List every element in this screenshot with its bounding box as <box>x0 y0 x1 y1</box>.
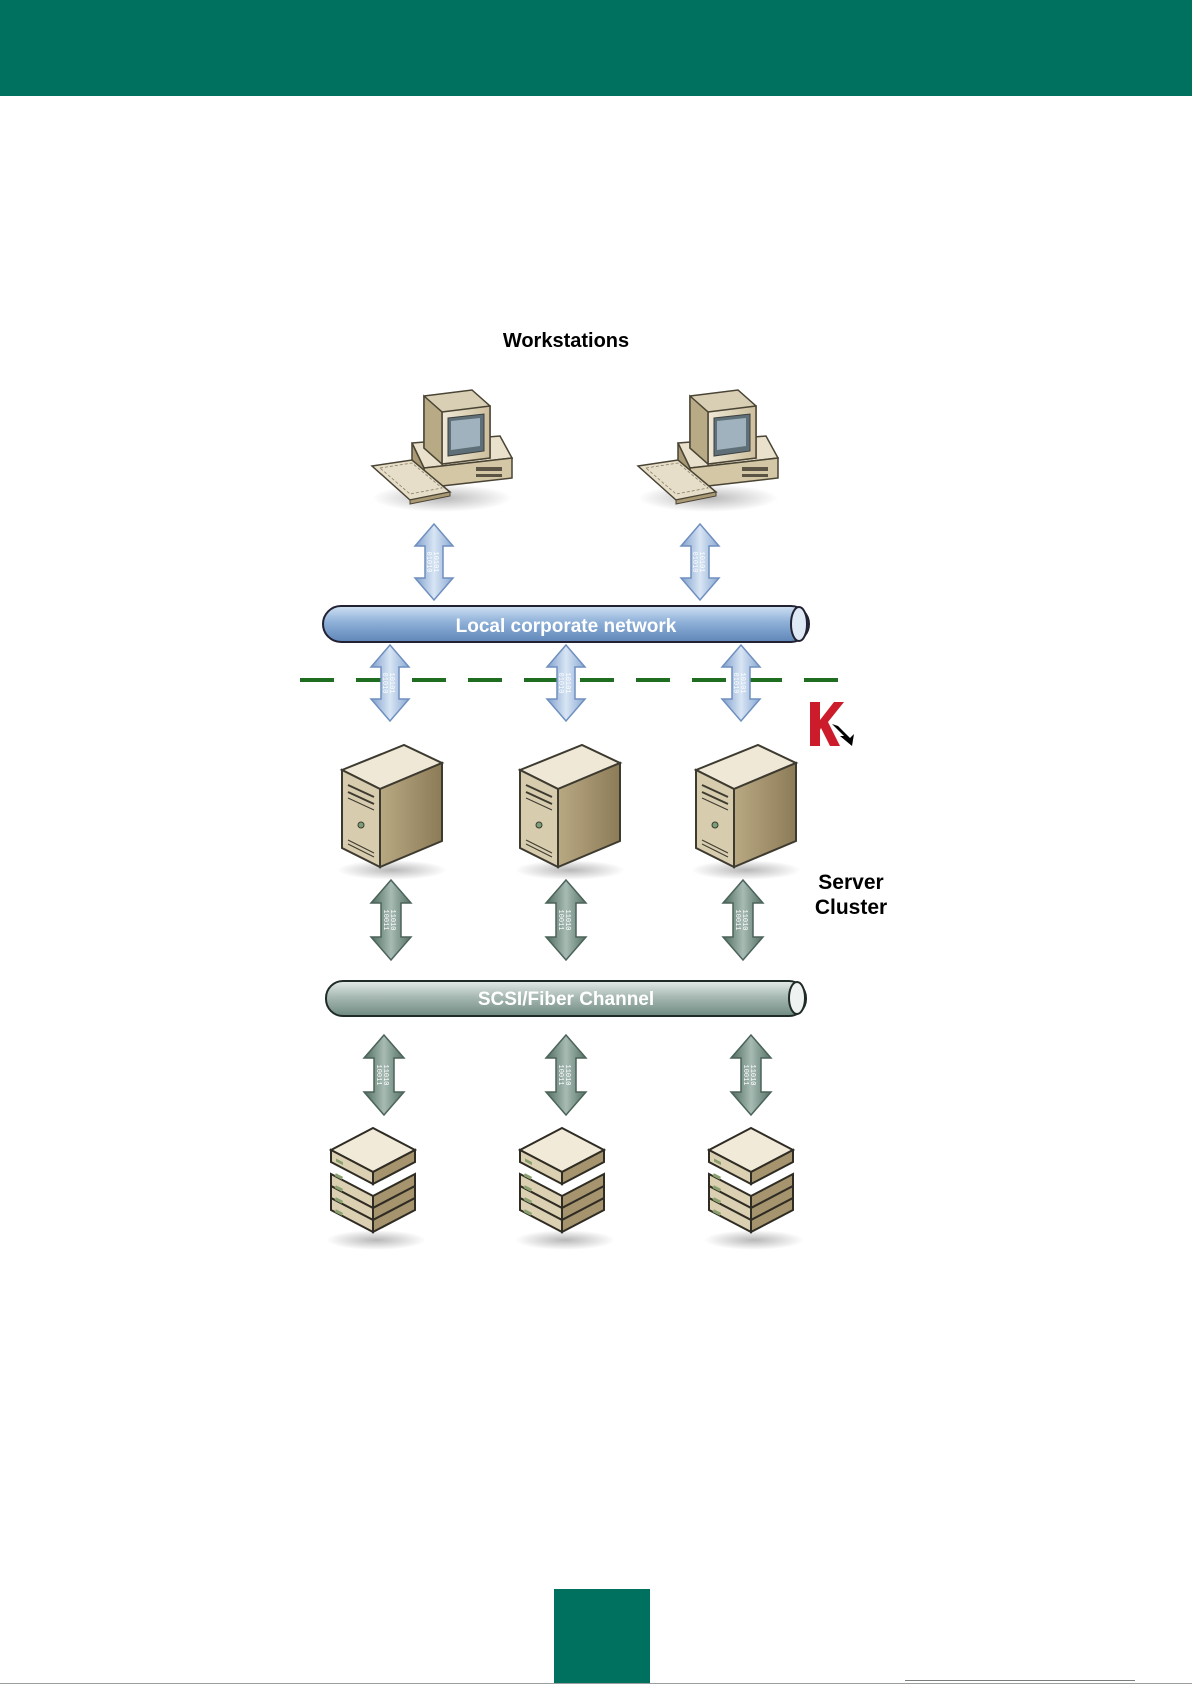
data-flow-arrow <box>371 880 411 960</box>
cluster-label-line2: Cluster <box>815 896 887 919</box>
san-label: SCSI/Fiber Channel <box>478 989 654 1010</box>
cluster-label-line1: Server <box>818 871 883 894</box>
server-icon <box>691 745 801 880</box>
data-flow-arrow <box>546 880 586 960</box>
data-flow-arrow <box>722 645 760 721</box>
storage-array-icon <box>704 1128 804 1250</box>
workstation-icon <box>372 390 512 512</box>
data-flow-arrow <box>547 645 585 721</box>
data-flow-arrow <box>415 524 453 600</box>
storage-array-icon <box>326 1128 426 1250</box>
workstation-icon <box>638 390 778 512</box>
data-flow-arrow <box>681 524 719 600</box>
storage-array-icon <box>515 1128 615 1250</box>
page-number-tab <box>554 1589 650 1684</box>
data-flow-arrow <box>546 1035 586 1115</box>
footer-rule-right <box>905 1680 1135 1681</box>
workstations-label: Workstations <box>503 330 629 352</box>
kaspersky-logo-icon <box>810 702 854 746</box>
server-icon <box>337 745 447 880</box>
data-flow-arrow <box>731 1035 771 1115</box>
server-icon <box>515 745 625 880</box>
data-flow-arrow <box>371 645 409 721</box>
data-flow-arrow <box>723 880 763 960</box>
data-flow-arrow <box>364 1035 404 1115</box>
lan-label: Local corporate network <box>456 616 677 637</box>
